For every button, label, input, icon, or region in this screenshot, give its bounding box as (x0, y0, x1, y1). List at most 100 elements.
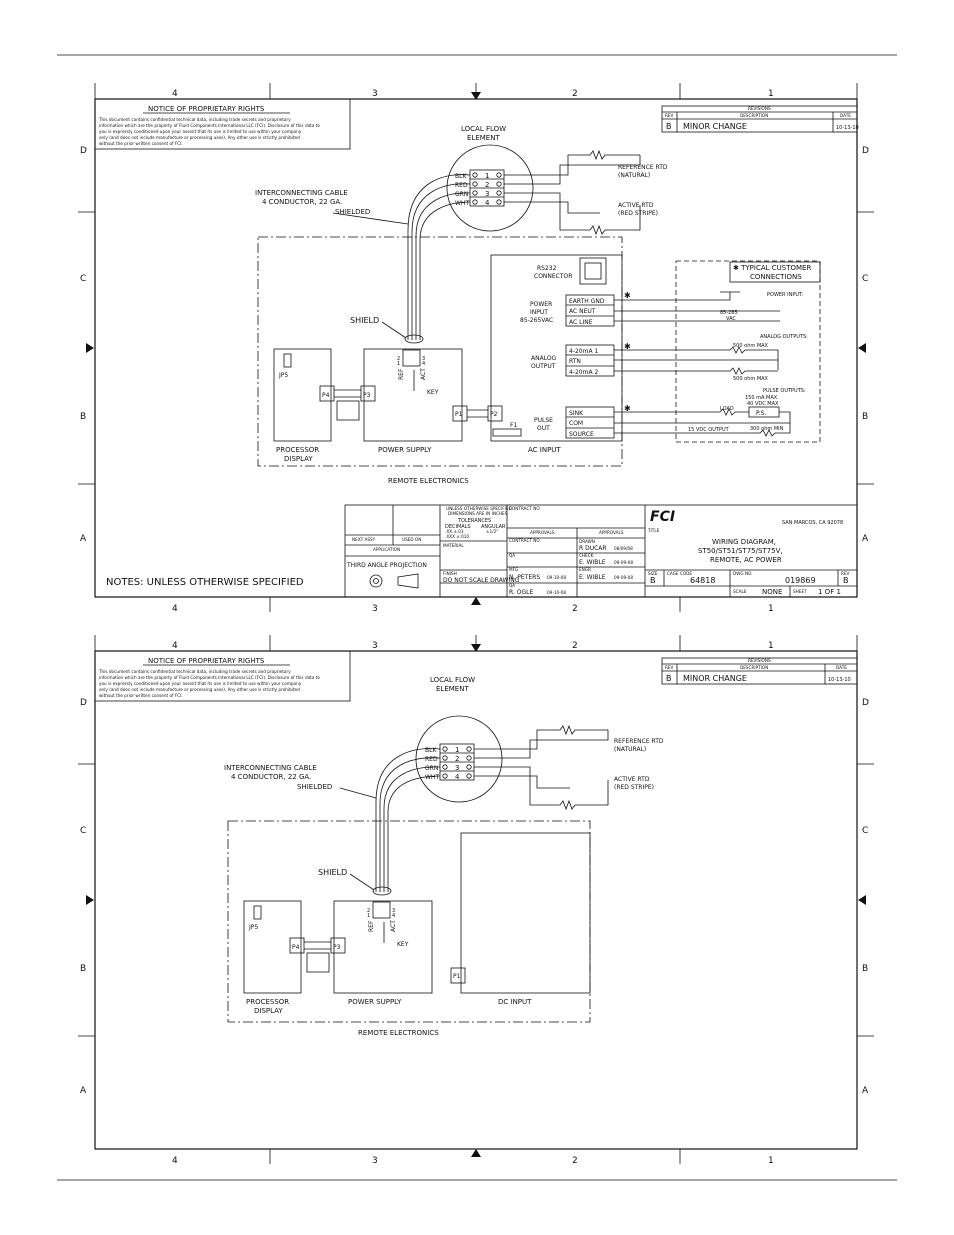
cable-label: SHIELDED (335, 208, 370, 216)
local-flow-label: ELEMENT (467, 134, 500, 142)
zone-row-d-left: D (80, 146, 87, 156)
zone-col-4-bottom: 4 (172, 604, 178, 614)
zone-row-b-right: B (862, 964, 868, 974)
zone-row-c-left: C (80, 274, 86, 284)
shield-label: SHIELD (350, 316, 379, 325)
wire-label: RED (455, 182, 468, 189)
pin-label: 4 (392, 913, 395, 919)
remote-electronics-enclosure (257, 236, 623, 467)
p2-label: P2 (490, 411, 498, 418)
pin-label: 4 (422, 361, 425, 367)
analog-outputs-note: ANALOG OUTPUTS: (760, 334, 808, 340)
finish-label: FINISH (443, 571, 457, 576)
center-arrow-bottom (471, 597, 481, 605)
terminal-label: AC NEUT (569, 308, 596, 315)
approvals-header: APPROVALS (599, 530, 624, 535)
local-flow-label: LOCAL FLOW (461, 125, 506, 133)
drawing-sheet-ac-power: 4 3 2 1 4 3 2 1 D C B A D C B A NOTICE O… (78, 83, 874, 614)
size-label: SIZE (648, 571, 658, 576)
center-arrow-left (86, 343, 94, 353)
power-supply-label: POWER SUPPLY (348, 998, 402, 1006)
zone-col-1-bottom: 1 (768, 604, 774, 614)
interconnecting-cable (375, 748, 441, 892)
next-assy-label: NEXT ASSY (352, 537, 376, 542)
projection-symbol (369, 574, 383, 588)
pulse-out-label: OUT (537, 425, 550, 432)
notice-line: information which are the property of Fl… (99, 675, 320, 680)
analog-output-label: ANALOG (531, 355, 557, 362)
revision-description: MINOR CHANGE (683, 674, 747, 683)
sheet-label: SHEET (793, 589, 807, 594)
notice-box (94, 650, 351, 702)
active-rtd-label: ACTIVE RTD (614, 776, 650, 783)
center-arrow-left (86, 895, 94, 905)
shield-ring (404, 334, 424, 344)
fuse-f1-label: F1 (510, 422, 517, 429)
processor-label: DISPLAY (254, 1007, 283, 1015)
zone-col-4-top: 4 (172, 641, 178, 651)
wire-label: RED (425, 756, 438, 763)
pull-up-resistor-label: 300 ohm MIN (750, 426, 784, 432)
rs232-connector (579, 257, 607, 285)
processor-display-board (243, 900, 302, 994)
typical-connections-title: ✱ TYPICAL CUSTOMER (733, 264, 811, 272)
notice-line: This document contains confidential tech… (98, 117, 291, 122)
wire-label: WHT (455, 200, 469, 207)
p4-label: P4 (322, 392, 330, 399)
processor-display-board (273, 348, 332, 442)
third-angle-projection-label: THIRD ANGLE PROJECTION (346, 562, 427, 569)
shield-ring (372, 886, 392, 896)
terminal-label: RTN (569, 358, 581, 365)
center-arrow-right (858, 343, 866, 353)
revision-description: MINOR CHANGE (683, 122, 747, 131)
active-rtd-label: (RED STRIPE) (614, 784, 654, 791)
rev-value: B (843, 576, 849, 585)
zone-row-d-right: D (862, 698, 869, 708)
power-input-label: INPUT (530, 309, 548, 316)
supply-voltage-label: 85-265 (720, 310, 738, 316)
terminal-label: 4-20mA 1 (569, 348, 598, 355)
center-arrow-top (471, 644, 481, 652)
revisions-title: REVISIONS (748, 106, 771, 111)
pulse-current-label: 150 mA MAX (745, 395, 778, 401)
pin-label: 2 (367, 908, 370, 914)
revision-letter: B (666, 674, 672, 683)
terminal-block: 1 2 3 4 (469, 169, 505, 207)
zone-col-1-bottom: 1 (768, 1156, 774, 1166)
key-label: KEY (397, 941, 409, 948)
qa-label: QA (509, 553, 515, 558)
zone-row-a-left: A (80, 1086, 87, 1096)
power-supply-board (363, 348, 463, 442)
tolerance-note: .XX ±.03 (445, 529, 464, 534)
drawing-title: REMOTE, AC POWER (710, 556, 782, 564)
fci-logo: FCI (650, 509, 675, 525)
tolerance-note: ±1/2° (486, 529, 498, 534)
customer-connection-marker: ✱ (624, 404, 631, 413)
cable-label: 4 CONDUCTOR, 22 GA. (231, 773, 311, 781)
terminal-label: 4-20mA 2 (569, 369, 598, 376)
pulse-output-terminals: SINK COM SOURCE (565, 406, 615, 439)
notice-line: you is expressly conditioned upon your a… (99, 129, 302, 134)
ref-label: REF (398, 368, 405, 380)
date-header: DATE (840, 113, 851, 118)
typical-connections-title: CONNECTIONS (750, 273, 802, 281)
jp5-jumper (253, 905, 262, 920)
pulse-voltage-label: 40 VDC MAX (747, 401, 779, 407)
tolerance-note: DECIMALS (445, 524, 471, 530)
terminal-block: 1 2 3 4 (439, 743, 475, 781)
scale-value: NONE (762, 588, 782, 596)
local-flow-label: ELEMENT (436, 685, 469, 693)
pulse-outputs-note: PULSE OUTPUTS: (763, 388, 806, 394)
zone-row-a-right: A (862, 1086, 869, 1096)
notes-heading: NOTES: UNLESS OTHERWISE SPECIFIED (106, 577, 304, 588)
zone-col-3-top: 3 (372, 641, 378, 651)
drawing-title: WIRING DIAGRAM, (712, 538, 776, 546)
module-label: DC INPUT (498, 998, 532, 1006)
used-on-label: USED ON (402, 537, 421, 542)
analog-output-label: OUTPUT (531, 363, 556, 370)
pin-label: 2 (397, 356, 400, 362)
terminal-number: 3 (485, 190, 489, 198)
drawn-date: 08/09/08 (614, 546, 633, 551)
processor-label: PROCESSOR (276, 446, 319, 454)
